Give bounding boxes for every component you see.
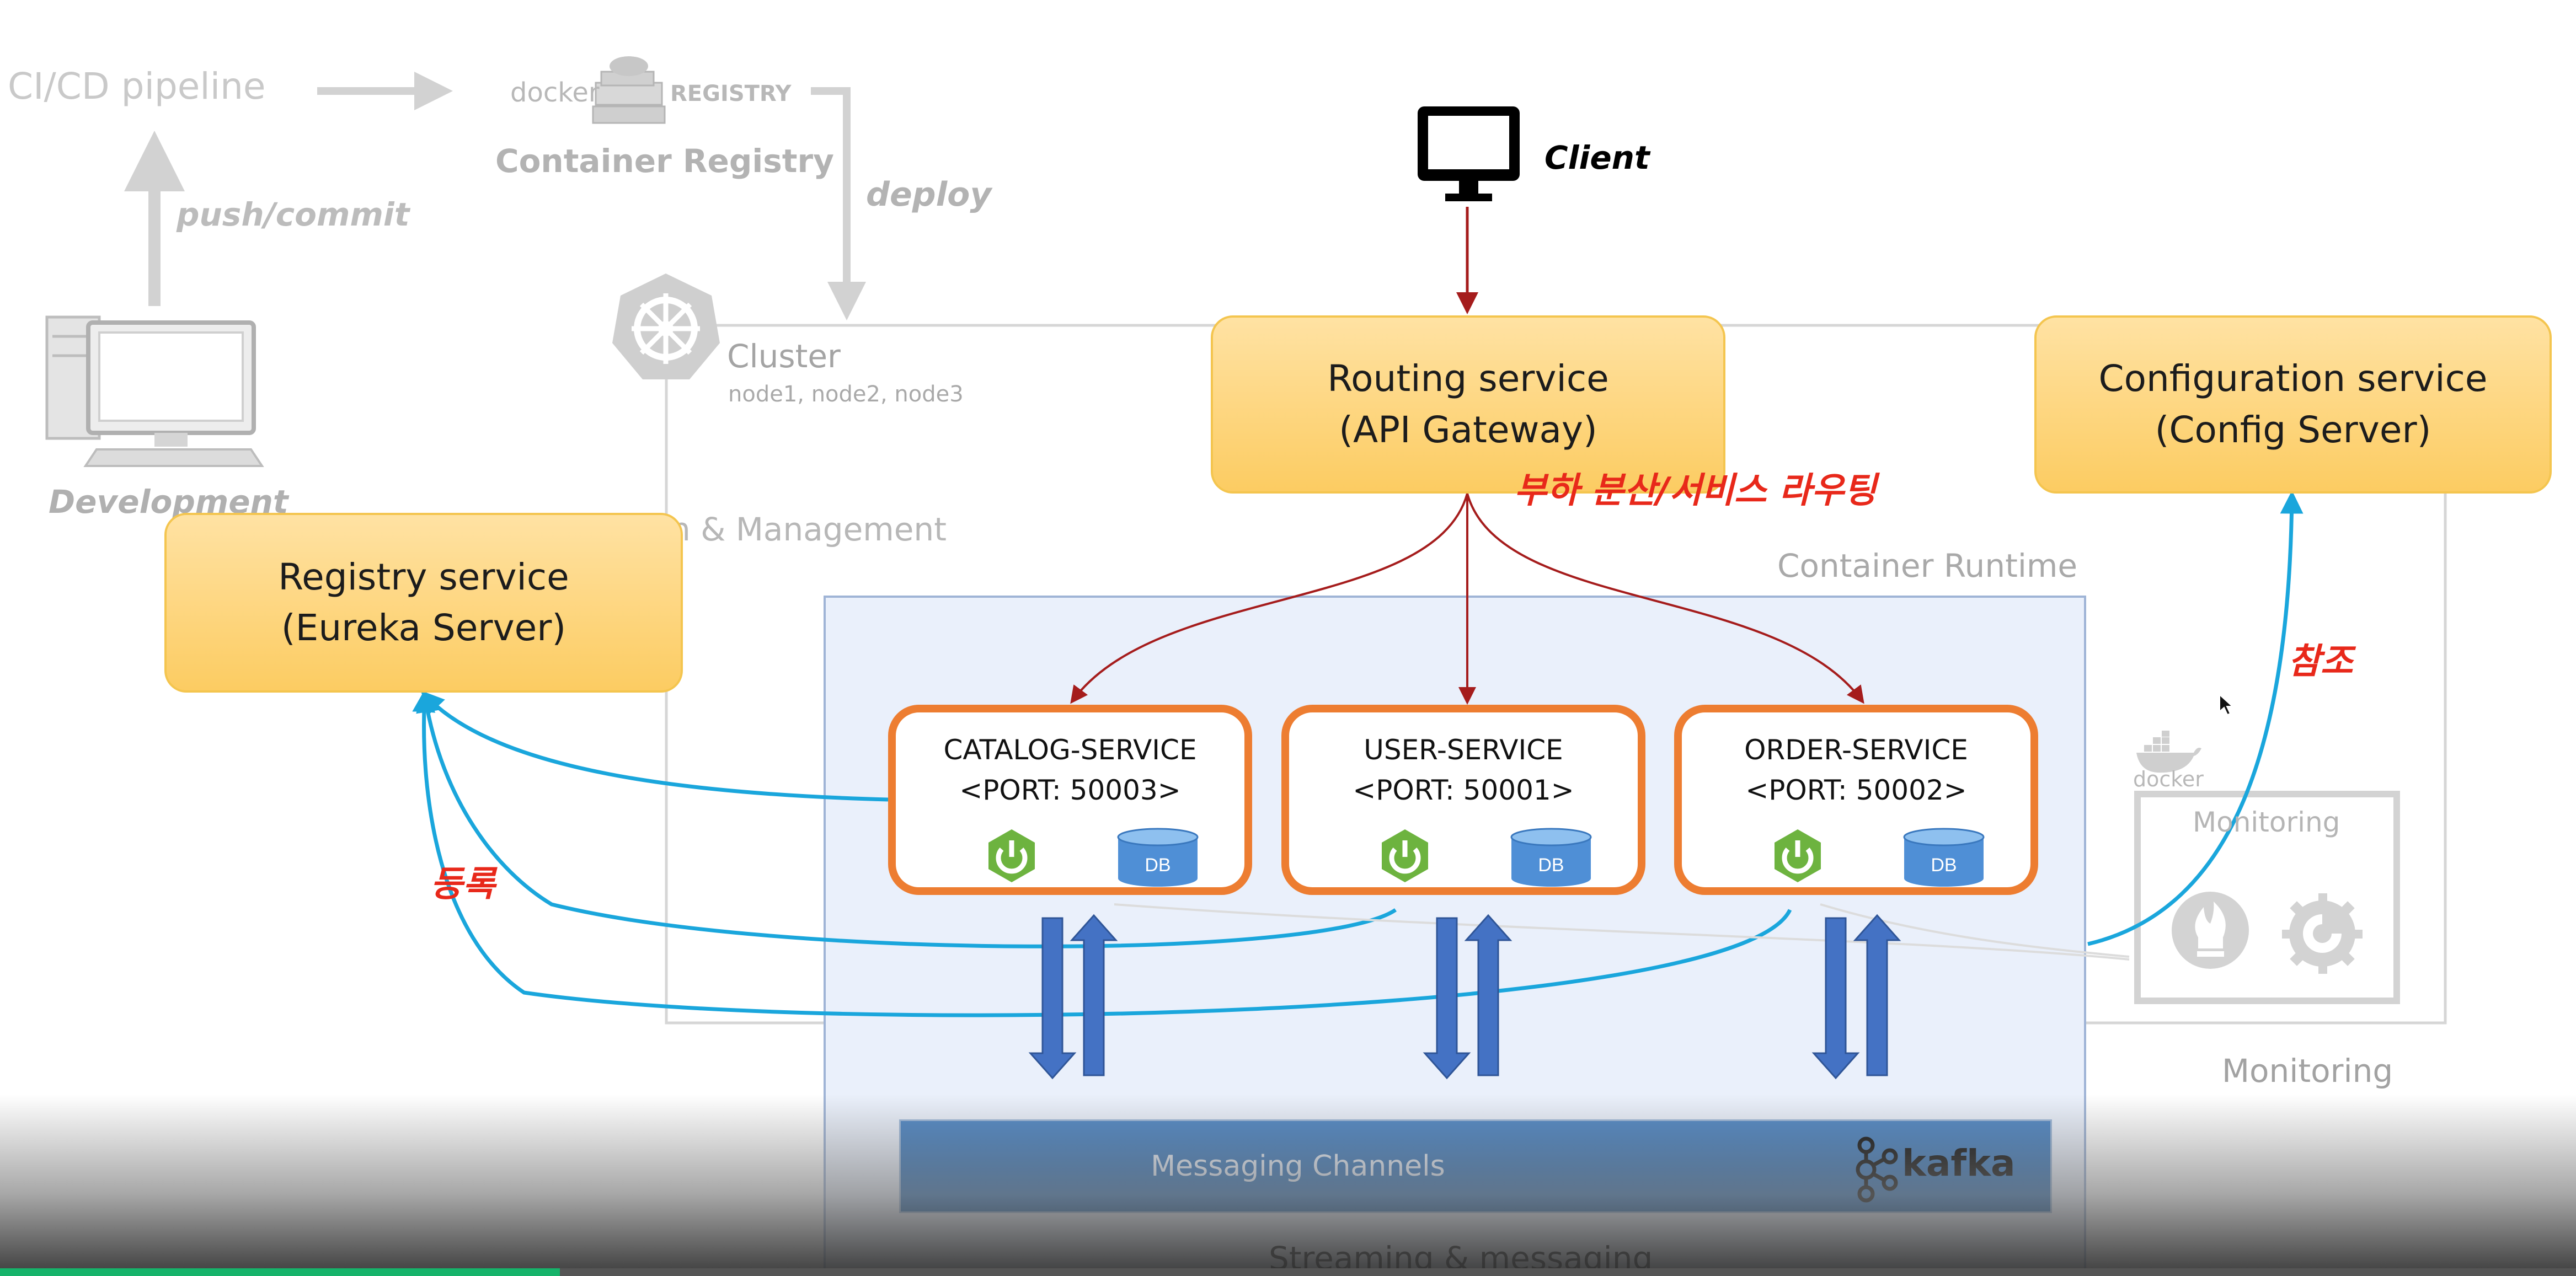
database-icon: DB — [1510, 828, 1592, 887]
container-runtime-label: Container Runtime — [1777, 547, 2078, 585]
catalog-service-port: <PORT: 50003> — [959, 774, 1181, 806]
client-text: Client — [1544, 139, 1650, 176]
order-db-label: DB — [1931, 855, 1957, 876]
messaging-channels-label: Messaging Channels — [1151, 1150, 1445, 1183]
monitoring-faint-arrow-2 — [1820, 903, 2130, 958]
docker-registry-logo: docker REGISTRY — [510, 52, 792, 130]
client-monitor-icon — [1415, 104, 1522, 206]
user-service-box[interactable]: USER-SERVICE <PORT: 50001> DB — [1281, 705, 1645, 895]
registry-service-box[interactable]: Registry service (Eureka Server) — [164, 513, 683, 693]
monitoring-outer-label: Monitoring — [2222, 1052, 2393, 1090]
gateway-to-catalog-arrow — [1070, 493, 1468, 704]
registry-service-subtitle: (Eureka Server) — [281, 607, 566, 649]
order-service-box[interactable]: ORDER-SERVICE <PORT: 50002> DB — [1674, 705, 2038, 895]
routing-service-subtitle: (API Gateway) — [1339, 408, 1597, 451]
configuration-service-title: Configuration service — [2098, 357, 2488, 400]
kubernetes-icon — [610, 271, 723, 382]
database-icon: DB — [1903, 828, 1985, 887]
reference-note: 참조 — [2288, 641, 2353, 682]
configuration-service-box[interactable]: Configuration service (Config Server) — [2034, 315, 2552, 494]
monitoring-panel — [2134, 791, 2400, 1004]
registry-logo-registry-text: REGISTRY — [670, 81, 792, 106]
database-icon: DB — [1117, 828, 1199, 887]
deploy-text: deploy — [866, 175, 992, 214]
messaging-channels-bar[interactable]: Messaging Channels kafka — [899, 1119, 2052, 1213]
order-register-arrow — [412, 689, 1792, 1017]
config-reference-arrow — [2087, 490, 2304, 946]
deploy-label: deploy — [866, 175, 992, 214]
gateway-to-order-arrow — [1466, 493, 1864, 704]
catalog-messaging-arrows — [1028, 914, 1118, 1080]
order-service-name: ORDER-SERVICE — [1744, 734, 1968, 766]
registry-service-title: Registry service — [278, 555, 569, 598]
kafka-logo-icon — [1856, 1136, 1898, 1203]
grafana-icon — [2281, 892, 2364, 975]
order-service-port: <PORT: 50002> — [1745, 774, 1967, 806]
video-progress-track[interactable] — [0, 1268, 2576, 1276]
video-progress-fill — [0, 1268, 560, 1276]
routing-service-title: Routing service — [1327, 357, 1609, 400]
spring-boot-icon — [1382, 829, 1428, 882]
client-label: Client — [1544, 139, 1650, 176]
cicd-pipeline-label: CI/CD pipeline — [8, 65, 266, 108]
order-service-text: ORDER-SERVICE <PORT: 50002> — [1682, 730, 2030, 810]
user-service-text: USER-SERVICE <PORT: 50001> — [1289, 730, 1638, 810]
user-register-arrow — [416, 689, 1397, 948]
catalog-service-name: CATALOG-SERVICE — [943, 734, 1197, 766]
registry-logo-icon — [592, 56, 666, 124]
management-label: n & Management — [670, 511, 947, 548]
monitoring-inner-label: Monitoring — [2193, 806, 2340, 838]
catalog-register-arrow — [420, 690, 889, 802]
spring-boot-icon — [1775, 829, 1821, 882]
container-registry-label: Container Registry — [495, 142, 834, 180]
user-service-name: USER-SERVICE — [1364, 734, 1563, 766]
deploy-arrow — [811, 87, 866, 320]
user-service-port: <PORT: 50001> — [1353, 774, 1574, 806]
configuration-service-subtitle: (Config Server) — [2155, 408, 2431, 451]
monitoring-faint-arrow — [1114, 903, 2130, 961]
user-db-label: DB — [1538, 855, 1564, 876]
monitoring-docker-text: docker — [2133, 767, 2204, 791]
register-note: 등록 — [430, 864, 495, 905]
catalog-service-text: CATALOG-SERVICE <PORT: 50003> — [896, 730, 1244, 810]
cluster-nodes: node1, node2, node3 — [728, 382, 964, 407]
registry-logo-docker-text: docker — [510, 77, 600, 108]
push-commit-label: push/commit — [177, 196, 410, 233]
catalog-service-box[interactable]: CATALOG-SERVICE <PORT: 50003> DB — [888, 705, 1252, 895]
load-balancing-note: 부하 분산/서비스 라우팅 — [1514, 470, 1877, 511]
routing-service-box[interactable]: Routing service (API Gateway) — [1211, 315, 1725, 494]
development-computer-icon — [44, 312, 265, 469]
prometheus-icon — [2171, 891, 2251, 971]
catalog-db-label: DB — [1145, 855, 1171, 876]
push-commit-text: push/commit — [177, 196, 410, 233]
docker-whale-icon: docker — [2132, 731, 2204, 791]
user-messaging-arrows — [1423, 914, 1513, 1080]
spring-boot-icon — [988, 829, 1035, 882]
mouse-cursor-icon — [2219, 694, 2234, 716]
cluster-title: Cluster — [727, 337, 841, 375]
order-messaging-arrows — [1811, 914, 1901, 1080]
kafka-logo-text: kafka — [1902, 1142, 2016, 1184]
